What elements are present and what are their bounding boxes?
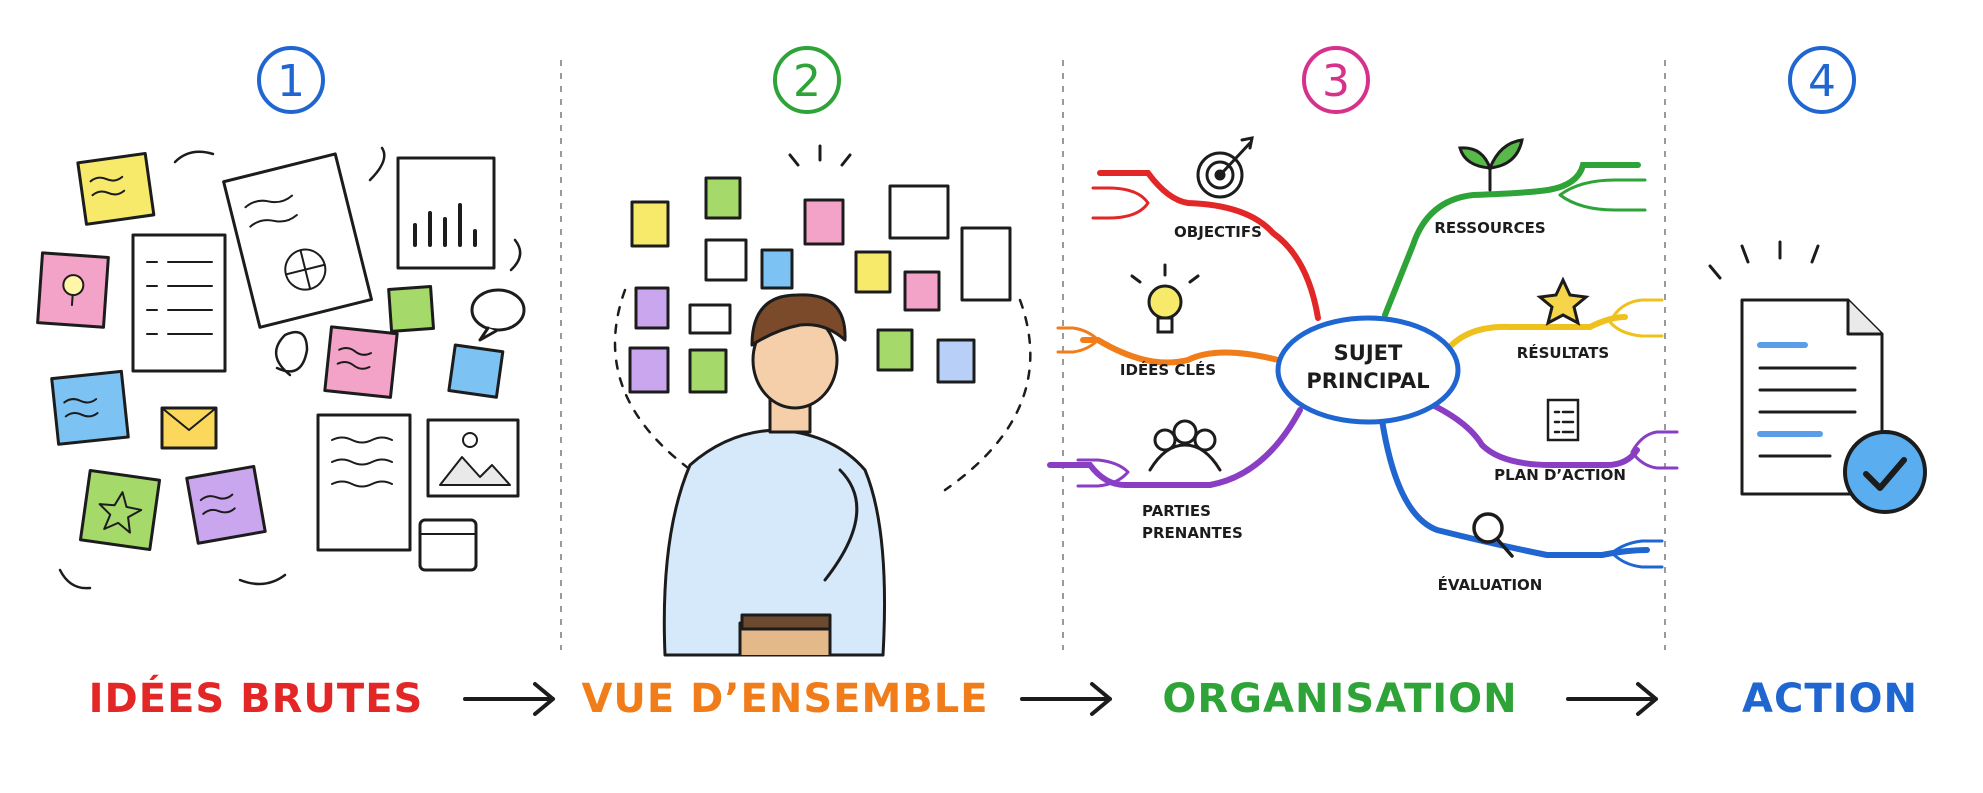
sticky-note-purple	[185, 464, 267, 545]
branch-label-idees: IDÉES CLÉS	[1120, 360, 1216, 379]
sticky-note-yellow	[76, 151, 156, 226]
arrow-right-icon	[1020, 682, 1112, 716]
branch-label-objectifs: OBJECTIFS	[1174, 223, 1262, 241]
sprout-icon	[1458, 138, 1524, 192]
thinking-person	[662, 293, 887, 657]
checklist-document	[131, 233, 227, 373]
panel-mindmap: SUJET PRINCIPAL	[1047, 136, 1679, 594]
spark-lines	[1708, 240, 1820, 280]
branch-parties-line	[1047, 407, 1303, 488]
svg-text:1: 1	[277, 56, 305, 107]
svg-text:3: 3	[1322, 56, 1350, 107]
overview-note	[634, 286, 670, 330]
overview-note	[760, 248, 794, 290]
center-label-line2: PRINCIPAL	[1306, 369, 1429, 393]
flow-arrows	[463, 682, 1658, 716]
scribble-arrows	[58, 146, 522, 590]
checklist-icon	[1546, 398, 1580, 442]
step-4-label: ACTION	[1742, 676, 1918, 722]
overview-note	[854, 250, 892, 294]
center-label-line1: SUJET	[1334, 341, 1403, 365]
overview-note	[876, 328, 914, 372]
branch-label-resultats: RÉSULTATS	[1517, 343, 1609, 362]
branch-label-ressources: RESSOURCES	[1434, 219, 1545, 237]
arrow-right-icon	[463, 682, 555, 716]
branch-label-parties-1: PARTIES	[1142, 502, 1211, 520]
branch-label-parties-2: PRENANTES	[1142, 524, 1243, 542]
step-captions: IDÉES BRUTES VUE D’ENSEMBLE ORGANISATION…	[89, 674, 1918, 722]
checkmark-badge-icon	[1843, 430, 1927, 514]
target-icon	[1196, 136, 1254, 199]
overview-doc	[960, 226, 1012, 302]
step-3-number: 3	[1302, 46, 1370, 114]
people-icon	[1148, 419, 1222, 472]
calendar-icon	[418, 518, 478, 572]
sticky-note-blue-right	[447, 343, 505, 399]
overview-picture	[888, 184, 950, 240]
sticky-note-green-star	[78, 468, 162, 552]
sticky-note-pink-lightbulb	[36, 251, 110, 329]
panel-action	[1708, 240, 1927, 514]
overview-note	[630, 200, 670, 248]
dashed-arc	[613, 288, 1032, 492]
idea-spark-icon	[788, 144, 852, 167]
arrow-right-icon	[1566, 682, 1658, 716]
step-2-label: VUE D’ENSEMBLE	[581, 676, 988, 722]
sticky-note-pink	[323, 325, 399, 399]
step-numbers: 1 2 3 4	[257, 46, 1856, 114]
step-4-number: 4	[1788, 46, 1856, 114]
branch-objectifs-line	[1097, 170, 1321, 321]
step-1-number: 1	[257, 46, 325, 114]
mindmap-center	[1275, 315, 1461, 425]
magnifier-icon	[1472, 512, 1514, 558]
lightbulb-icon	[1130, 263, 1200, 334]
overview-card	[704, 238, 748, 282]
branch-label-evaluation: ÉVALUATION	[1438, 575, 1543, 594]
overview-note	[936, 338, 976, 384]
text-document	[316, 413, 412, 552]
sticky-note-green	[387, 285, 435, 333]
sticky-note-blue	[50, 369, 130, 446]
branch-label-plan: PLAN D’ACTION	[1494, 466, 1626, 484]
overview-card	[688, 303, 732, 335]
step-3-label: ORGANISATION	[1162, 676, 1517, 722]
image-card	[426, 418, 520, 498]
branch-plan-line	[1419, 397, 1640, 468]
branch-evaluation-line	[1379, 417, 1650, 558]
overview-notes	[628, 176, 1012, 394]
svg-text:2: 2	[793, 56, 821, 107]
overview-note	[803, 198, 845, 246]
star-icon	[1536, 276, 1590, 326]
overview-note	[628, 346, 670, 394]
panel-raw-ideas	[36, 146, 526, 590]
branch-idees-line	[1080, 337, 1281, 366]
overview-note	[688, 348, 728, 394]
bar-chart-document	[396, 156, 496, 270]
envelope-icon	[160, 406, 218, 450]
step-2-number: 2	[773, 46, 841, 114]
overview-note	[903, 270, 941, 312]
branch-ressources-line	[1382, 162, 1641, 318]
panel-overview	[613, 144, 1032, 657]
overview-note	[704, 176, 742, 220]
spiral-notebook	[222, 152, 374, 329]
svg-text:4: 4	[1808, 56, 1836, 107]
document-icon	[1740, 298, 1884, 496]
speech-bubble-icon	[470, 288, 526, 342]
step-1-label: IDÉES BRUTES	[89, 674, 424, 722]
